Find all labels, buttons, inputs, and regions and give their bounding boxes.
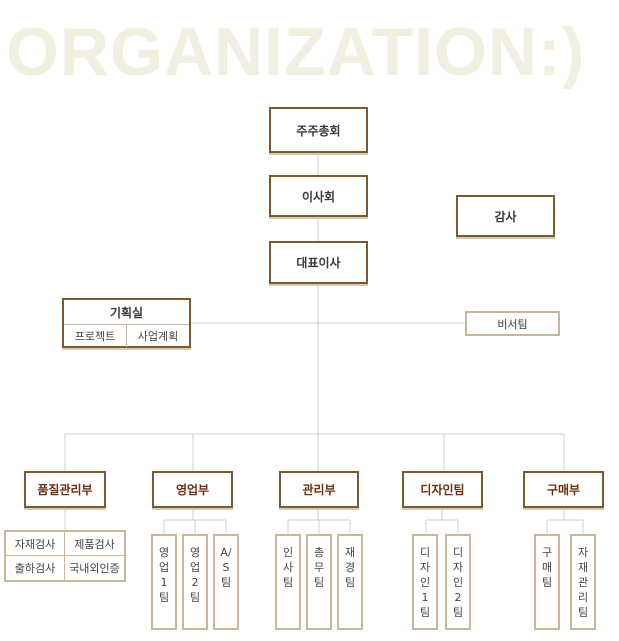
page-title: ORGANIZATION:): [6, 14, 586, 90]
team-sales-2: 영업2팀: [182, 534, 208, 630]
team-label: 인사팀: [282, 546, 294, 589]
audit-box: 감사: [456, 195, 555, 237]
planning-office-title: 기획실: [64, 300, 189, 325]
team-label: 디자인2팀: [452, 546, 464, 619]
team-general-affairs: 총무팀: [306, 534, 332, 630]
shareholders-box: 주주총회: [269, 107, 368, 153]
team-label: 구매팀: [541, 546, 553, 589]
team-label: 디자인1팀: [419, 546, 431, 619]
team-label: 재경팀: [344, 546, 356, 589]
dept-admin-box: 관리부: [279, 471, 359, 508]
team-sales-1: 영업1팀: [151, 534, 177, 630]
team-label: 영업2팀: [189, 546, 201, 604]
quality-item-material-inspection: 자재검사: [6, 532, 65, 556]
quality-item-shipping-inspection: 출하검사: [6, 556, 65, 580]
planning-item-business-plan: 사업계획: [137, 330, 179, 343]
dept-design-box: 디자인팀: [402, 471, 483, 508]
team-label: 영업1팀: [158, 546, 170, 604]
team-finance: 재경팀: [337, 534, 363, 630]
team-label: 자재관리팀: [577, 546, 589, 619]
dept-purchase-box: 구매부: [523, 471, 604, 508]
team-label: 총무팀: [313, 546, 325, 589]
dept-sales-box: 영업부: [152, 471, 233, 508]
board-box: 이사회: [269, 175, 368, 217]
planning-item-project: 프로젝트: [64, 325, 127, 347]
team-sales-as: A/S팀: [213, 534, 239, 630]
planning-office-box: 기획실 프로젝트 사업계획: [62, 298, 191, 348]
team-design-2: 디자인2팀: [445, 534, 471, 630]
dept-quality-box: 품질관리부: [24, 471, 106, 508]
ceo-box: 대표이사: [269, 241, 368, 284]
team-purchasing: 구매팀: [534, 534, 560, 630]
quality-item-certification: 국내외인증: [69, 562, 120, 575]
quality-inspection-grid: 자재검사 제품검사 출하검사 국내외인증: [4, 530, 126, 582]
team-label: A/S팀: [220, 546, 232, 589]
team-materials: 자재관리팀: [570, 534, 596, 630]
secretary-box: 비서팀: [465, 311, 560, 336]
team-hr: 인사팀: [275, 534, 301, 630]
quality-item-product-inspection: 제품검사: [65, 532, 124, 556]
planning-office-items: 프로젝트 사업계획: [64, 325, 189, 347]
team-design-1: 디자인1팀: [412, 534, 438, 630]
